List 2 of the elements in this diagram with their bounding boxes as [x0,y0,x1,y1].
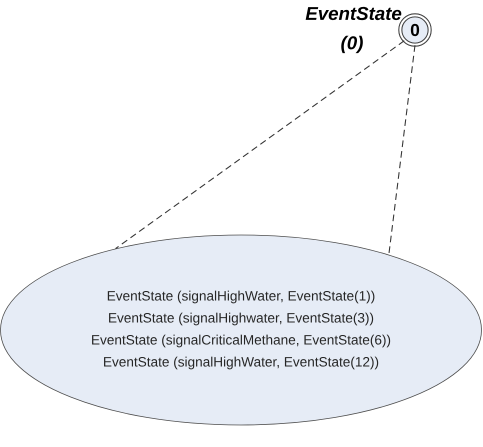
dashed-line [388,45,416,255]
dashed-line [115,40,405,249]
